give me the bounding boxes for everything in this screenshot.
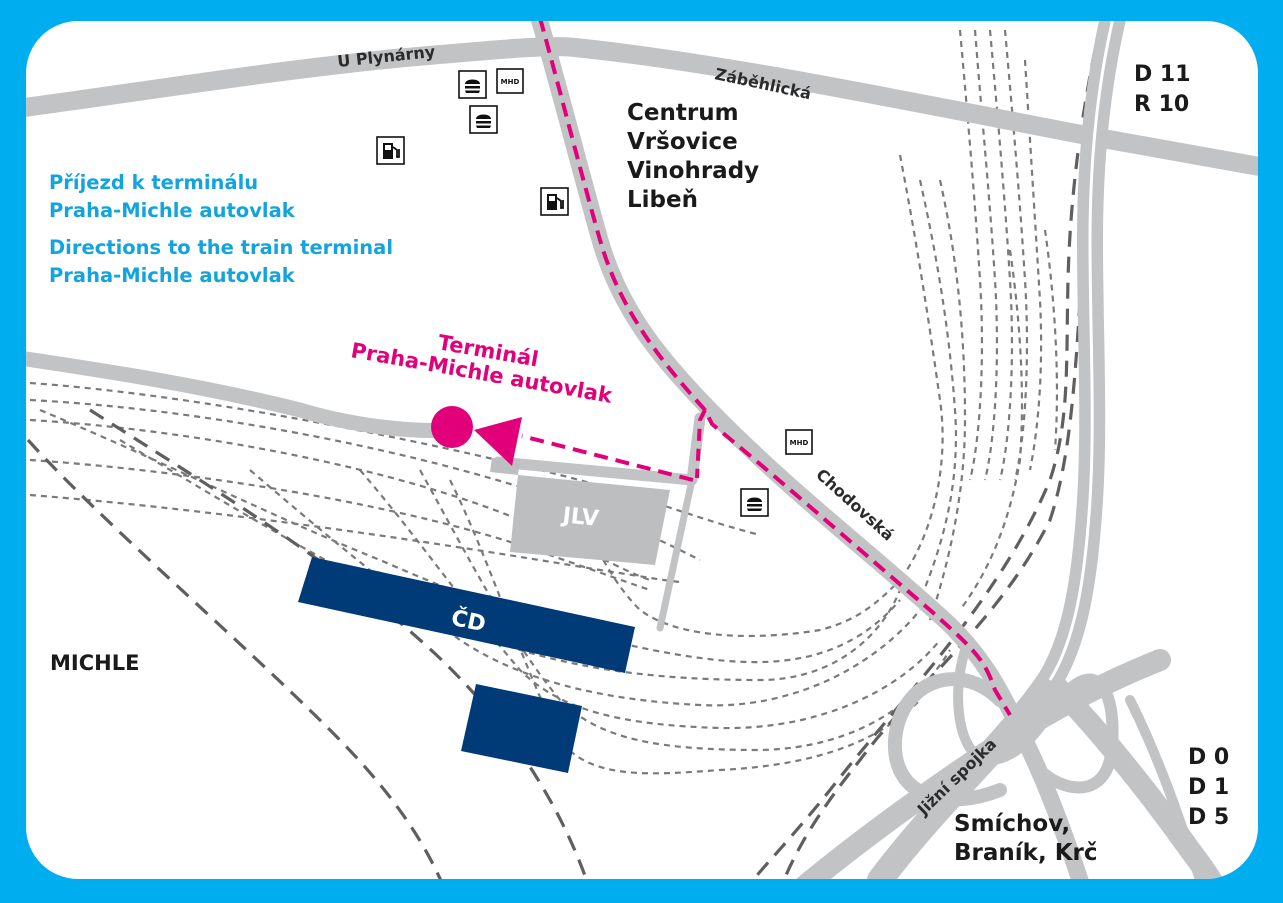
rail-main-line <box>89 408 592 879</box>
route-turn <box>695 409 707 479</box>
road-interchange-ramp <box>1125 695 1205 879</box>
route-chodovska <box>538 21 1012 717</box>
rail-track <box>29 418 651 582</box>
rail-track <box>419 469 951 752</box>
rail-track <box>1003 29 1029 481</box>
highway-label-d1: D 1 <box>1188 775 1229 800</box>
rail-track <box>249 469 921 707</box>
highway-median <box>1048 21 1117 681</box>
highway-label-d11: D 11 <box>1134 62 1191 87</box>
building-cd-secondary <box>461 684 582 773</box>
rail-track <box>359 469 941 730</box>
rail-track <box>449 479 921 775</box>
fastfood-icon <box>740 488 769 517</box>
destination-north-1: Centrum <box>627 100 739 126</box>
fuel-station-icon <box>540 187 569 216</box>
district-label-michle: MICHLE <box>50 651 139 675</box>
destination-north-3: Vinohrady <box>627 158 759 184</box>
road-interchange-loop <box>953 645 1065 765</box>
road-terminal-west <box>26 350 456 438</box>
destination-south-1: Smíchov, <box>954 811 1070 837</box>
rail-track <box>119 439 902 682</box>
main-rail-lines <box>26 24 1102 879</box>
highway-label-d5: D 5 <box>1188 805 1229 830</box>
road-interchange-loop <box>1034 673 1119 794</box>
highway-label-d0: D 0 <box>1188 745 1229 770</box>
mhd-icon-label: MHD <box>790 439 809 447</box>
destination-south-2: Braník, Krč <box>954 840 1098 866</box>
intro-line-en-1: Directions to the train terminal <box>49 236 393 259</box>
building-jlv <box>510 475 670 565</box>
intro-line-cz-1: Příjezd k terminálu <box>49 171 258 194</box>
destination-north-2: Vršovice <box>627 129 738 155</box>
route-to-terminal <box>521 434 694 482</box>
mhd-icon: MHD <box>496 68 524 94</box>
intro-line-cz-2: Praha-Michle autovlak <box>49 199 296 222</box>
route-arrow-icon <box>474 417 522 466</box>
rail-track <box>29 458 651 592</box>
terminal-marker-icon <box>431 406 473 448</box>
building-label-jlv: JLV <box>559 503 600 532</box>
rail-main-line <box>778 299 1082 879</box>
mhd-icon: MHD <box>785 429 813 455</box>
rail-track <box>578 509 901 638</box>
intro-line-en-2: Praha-Michle autovlak <box>49 264 296 287</box>
poi-icons: MHD MHD <box>376 68 813 517</box>
rail-track <box>1043 229 1059 451</box>
rail-track <box>959 249 1024 611</box>
highway-label-r10: R 10 <box>1134 92 1189 117</box>
rail-track <box>918 179 958 601</box>
fastfood-icon <box>458 70 487 99</box>
building-jlv-annex <box>490 458 520 475</box>
destination-north-4: Libeň <box>627 187 698 213</box>
rail-main-line <box>743 24 1102 879</box>
rail-track <box>29 493 681 584</box>
fuel-station-icon <box>376 136 405 165</box>
road-terminal-spur <box>656 476 696 632</box>
road-zabehlicka <box>26 37 1258 182</box>
mhd-icon-label: MHD <box>501 78 520 86</box>
rail-track <box>928 179 967 621</box>
building-cd <box>298 557 635 673</box>
fastfood-icon <box>469 105 498 134</box>
